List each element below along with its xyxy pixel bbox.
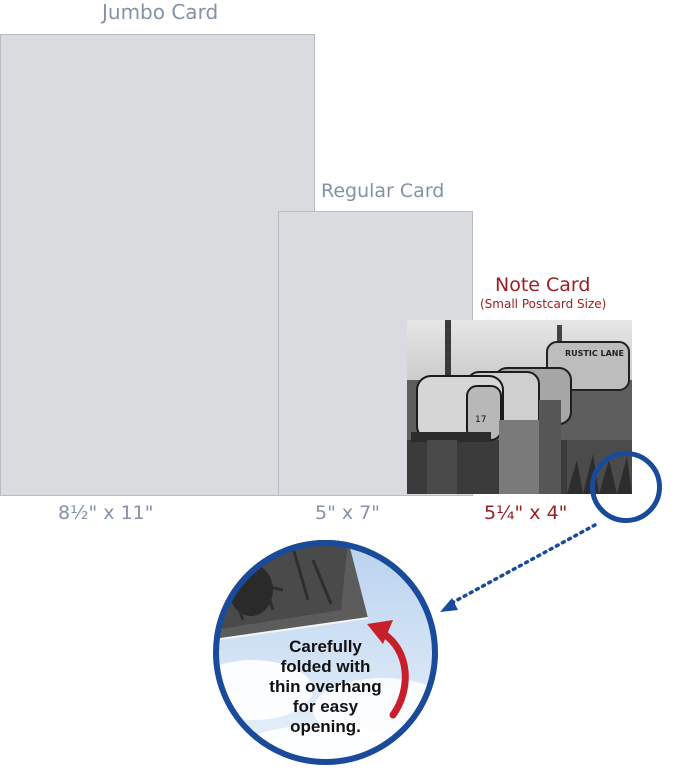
note-card-subtitle: (Small Postcard Size) [480, 297, 607, 311]
mailbox-sign: RUSTIC LANE [565, 349, 624, 358]
jumbo-card-size: 8½" x 11" [58, 502, 154, 524]
jumbo-card-title: Jumbo Card [102, 0, 219, 24]
regular-card-size: 5" x 7" [315, 502, 380, 524]
note-card-title: Note Card [495, 274, 591, 296]
mailbox-number: 17 [475, 415, 486, 425]
jumbo-card [0, 34, 315, 496]
magnifier-ring [213, 540, 438, 765]
note-card-size: 5¼" x 4" [484, 502, 568, 524]
highlight-circle [590, 451, 662, 523]
note-card-photo: RUSTIC LANE 17 [407, 320, 632, 494]
dotted-arrow-icon [440, 523, 597, 612]
regular-card-title: Regular Card [321, 180, 445, 202]
